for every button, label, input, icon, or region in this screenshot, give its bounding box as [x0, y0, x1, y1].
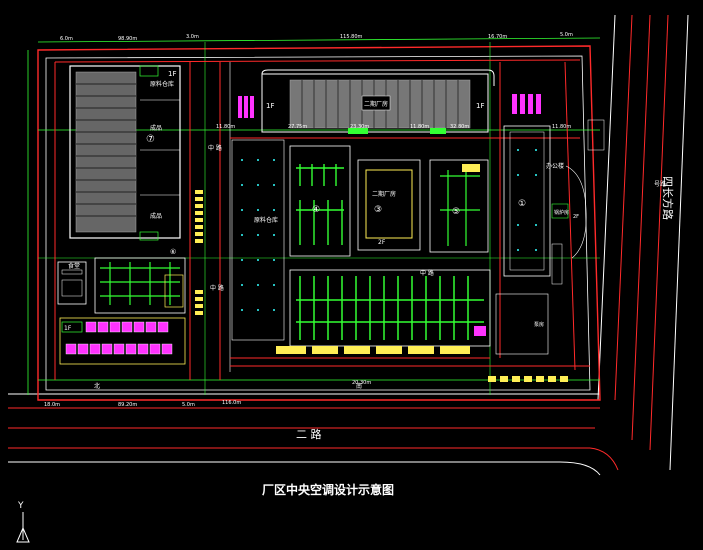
circle-1: ①: [518, 199, 526, 209]
dim-top-5: 16.70m: [488, 34, 507, 40]
dim-mid-3: 23.30m: [350, 124, 369, 130]
side-floor: 2F: [573, 214, 579, 220]
workshop-2-label: 二期厂房: [364, 100, 388, 108]
warehouse-label-2: 成品: [150, 124, 162, 132]
production-label: 中 路: [420, 269, 434, 277]
mid-workshop-floor: 2F: [378, 239, 386, 246]
circle-7: ⑦: [146, 134, 155, 145]
dim-mid-2: 27.75m: [288, 124, 307, 130]
bottom-road-label: 二 路: [296, 428, 322, 441]
office-label: 办公楼: [546, 162, 564, 170]
right-road-label: 四长方路: [661, 176, 675, 220]
production-hall: 中 路: [276, 269, 491, 354]
circle-5: ⑤: [452, 207, 460, 217]
finished-label: 成品: [150, 212, 162, 220]
dim-bot-3: 5.0m: [182, 402, 195, 408]
middle-workshops: 原料仓库 ④ 二期厂房 ③ 2F ⑤: [231, 139, 489, 341]
circle-3: ③: [374, 205, 382, 215]
dimensions: 6.0m 98.90m 3.0m 115.80m 16.70m 5.0m 11.…: [44, 32, 573, 408]
floor-label: 1F: [168, 70, 176, 78]
workshop-2-floor-left: 1F: [266, 102, 274, 110]
boiler-label: 锅炉房: [554, 209, 569, 216]
dim-bot-5: 20.30m: [352, 380, 371, 386]
dim-bot-1: 18.0m: [44, 402, 60, 408]
canteen-label: 食堂: [68, 262, 80, 270]
warehouse-building: 原料仓库 成品 成品 1F ⑦: [69, 65, 203, 315]
dim-mid-4: 11.80m: [410, 124, 429, 130]
internal-roads: [54, 59, 590, 380]
bottom-road: [8, 393, 619, 476]
canteen-building: ⑥ 食堂: [57, 248, 186, 314]
office-building: ① 办公楼 锅炉房 泵房 2F: [488, 94, 605, 382]
dim-top-1: 6.0m: [60, 36, 73, 42]
dim-top-6: 5.0m: [560, 32, 573, 38]
right-road-small: 号路: [654, 180, 666, 188]
dorm-floor: 1F: [64, 325, 72, 332]
dim-bot-2: 89.20m: [118, 402, 137, 408]
dim-bot-4: 116.0m: [222, 400, 241, 406]
south-label: 南: [356, 382, 362, 390]
right-road: [597, 14, 689, 471]
north-label: 北: [94, 382, 100, 390]
road-label-2: 中 路: [210, 284, 224, 292]
warehouse-label: 原料仓库: [150, 80, 174, 88]
left-hall-label: 原料仓库: [254, 216, 278, 224]
dim-top-2: 98.90m: [118, 36, 137, 42]
road-label-1: 中 路: [208, 144, 222, 152]
circle-6: ⑥: [170, 248, 176, 256]
dim-top-4: 115.80m: [340, 34, 362, 40]
pump-label: 泵房: [534, 321, 544, 328]
workshop-2-building: 二期厂房 1F 1F: [238, 69, 495, 134]
axis-y-label: Y: [17, 501, 24, 511]
circle-4: ④: [312, 205, 320, 215]
dim-top-3: 3.0m: [186, 34, 199, 40]
drawing-title: 厂区中央空调设计示意图: [262, 482, 394, 497]
mid-workshop-label: 二期厂房: [372, 190, 396, 198]
ucs-axis-icon: Y: [16, 501, 30, 543]
workshop-2-floor-right: 1F: [476, 102, 484, 110]
dim-mid-5: 32.80m: [450, 124, 469, 130]
dorm-building: 1F: [59, 317, 186, 365]
dim-mid-1: 11.80m: [216, 124, 235, 130]
dim-mid-6: 11.80m: [552, 124, 571, 130]
